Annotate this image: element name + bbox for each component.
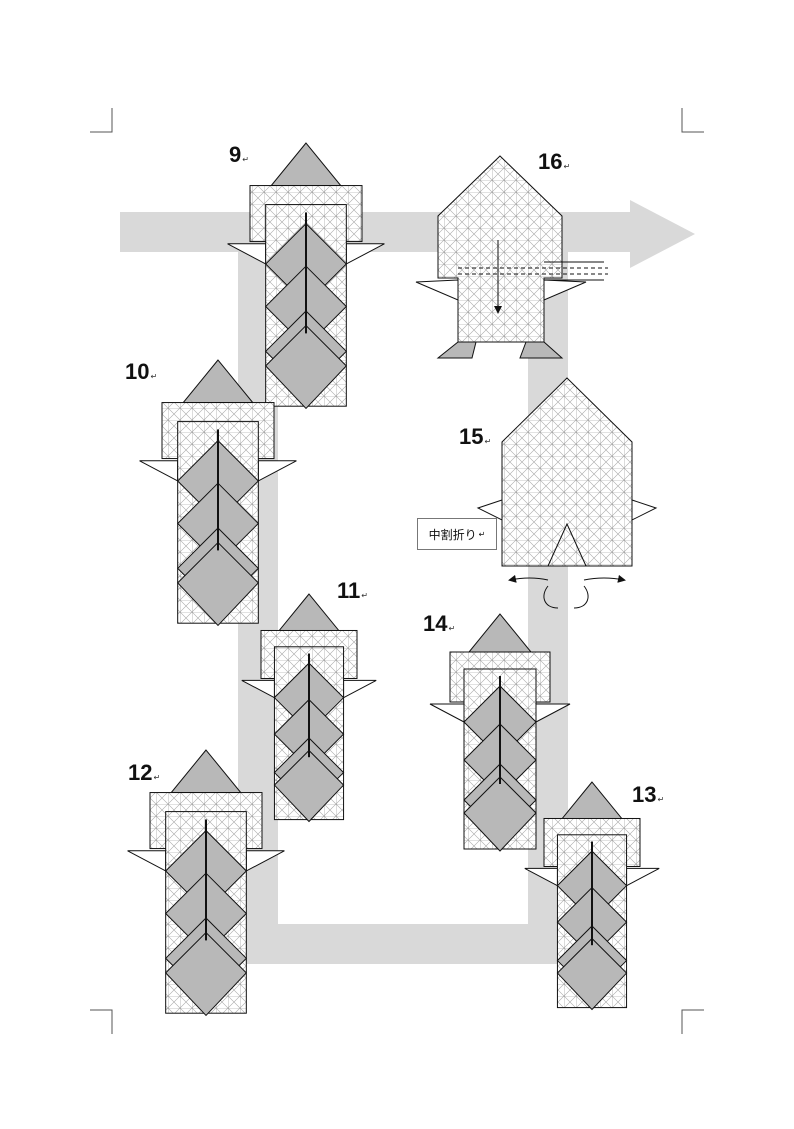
step-number-9: 9↵ <box>229 142 249 167</box>
model-step-11 <box>241 593 377 823</box>
model-step-12 <box>127 749 285 1017</box>
model-step-16 <box>415 155 587 359</box>
step-number-10: 10↵ <box>125 359 158 384</box>
crop-marks <box>90 108 704 1034</box>
step-number-15: 15↵ <box>459 424 492 449</box>
model-step-14 <box>429 613 571 852</box>
model-step-10 <box>139 359 297 627</box>
step-number-14: 14↵ <box>423 611 456 636</box>
fold-arrows-15 <box>508 574 626 609</box>
step-number-13: 13↵ <box>632 782 665 807</box>
fold-lines-16 <box>458 240 608 314</box>
model-step-13 <box>524 781 660 1011</box>
step-number-11: 11↵ <box>337 578 368 603</box>
step-number-12: 12↵ <box>128 760 161 785</box>
model-step-15 <box>476 377 658 567</box>
step-number-16: 16↵ <box>538 149 571 174</box>
model-step-9 <box>227 142 385 410</box>
fold-label-box: 中割折り↵ <box>417 518 497 550</box>
